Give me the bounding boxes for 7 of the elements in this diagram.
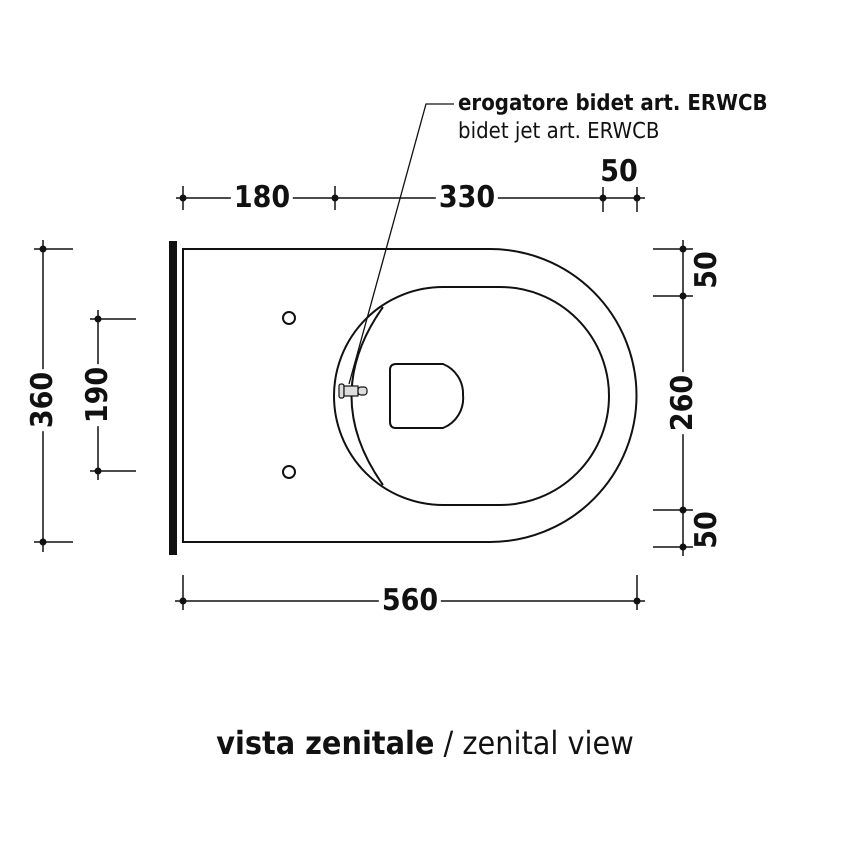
caption: vista zenitale / zenital view [216, 724, 634, 762]
callout-text: bidet jet art. ERWCB [458, 118, 660, 146]
bidet-jet-icon [338, 383, 368, 399]
dimension-value: 50 [692, 510, 722, 551]
dimension-value: 50 [692, 250, 722, 291]
callout-text: erogatore bidet art. ERWCB [458, 90, 768, 118]
leader-line [348, 103, 454, 384]
